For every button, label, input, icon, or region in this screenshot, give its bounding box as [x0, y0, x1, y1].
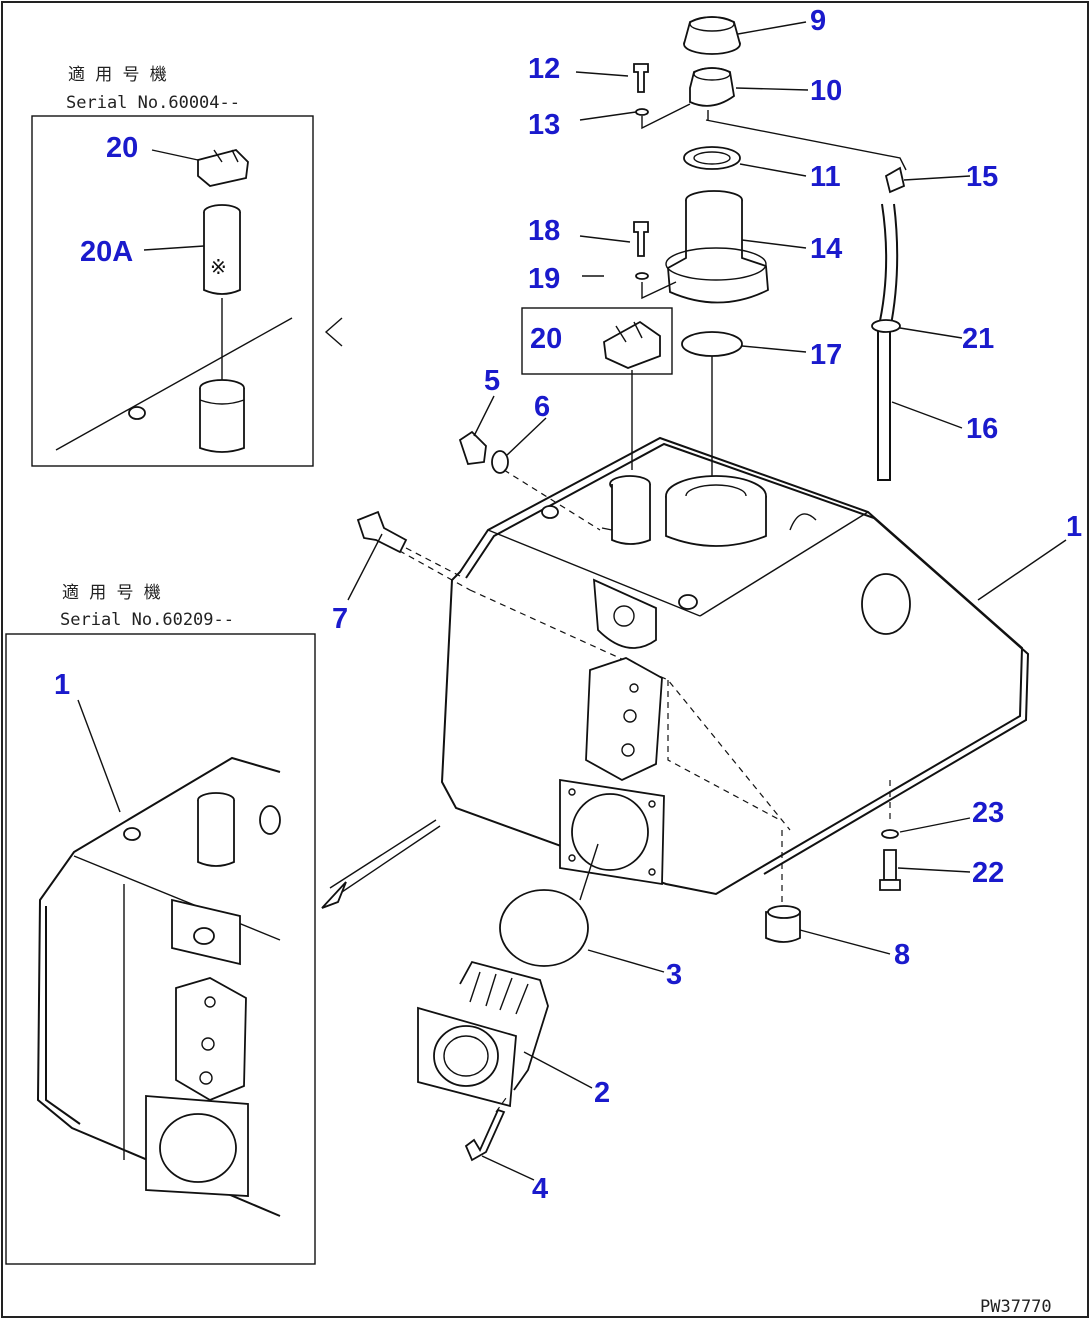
filler-neck-inset — [199, 388, 245, 453]
clamp-21 — [871, 319, 901, 333]
callout-2: 2 — [594, 1077, 610, 1109]
inset-pointer — [324, 317, 343, 347]
washer-13 — [635, 108, 649, 116]
filler-neck — [611, 484, 651, 545]
callout-8: 8 — [894, 939, 910, 971]
tank-body — [440, 436, 1024, 896]
tank-outline-inset — [36, 756, 281, 1217]
callout-20a: 20A — [80, 236, 133, 268]
plug-5 — [458, 430, 487, 465]
callout-4: 4 — [532, 1173, 548, 1205]
callout-23: 23 — [972, 797, 1004, 829]
bolt-22 — [883, 849, 897, 881]
callout-20: 20 — [106, 132, 138, 164]
callout-labels: 9 10 11 12 13 14 15 16 17 18 19 20 21 1 … — [332, 5, 1082, 1205]
figure-id: PW37770 — [980, 1297, 1052, 1317]
part-20-box — [521, 307, 673, 375]
cap-20 — [603, 320, 661, 369]
washer-19 — [635, 272, 649, 280]
callout-15: 15 — [966, 161, 998, 193]
callout-1: 1 — [1066, 511, 1082, 543]
view-arrow — [329, 819, 441, 897]
callout-10: 10 — [810, 75, 842, 107]
callout-18: 18 — [528, 215, 560, 247]
callout-16: 16 — [966, 413, 998, 445]
callout-5: 5 — [484, 365, 500, 397]
bolt-7 — [356, 510, 408, 554]
callout-22: 22 — [972, 857, 1004, 889]
strainer-2 — [459, 960, 549, 1091]
callout-17: 17 — [810, 339, 842, 371]
washer-23 — [881, 829, 899, 839]
callout-13: 13 — [528, 109, 560, 141]
gasket-3 — [499, 889, 589, 967]
callout-20-main: 20 — [530, 323, 562, 355]
callout-11: 11 — [810, 161, 841, 193]
inset-bottom-applicable-label: 適 用 号 機 — [62, 583, 161, 603]
tank-port — [665, 496, 767, 547]
strainer-symbol: ※ — [210, 255, 227, 279]
callout-7: 7 — [332, 603, 348, 635]
clip-15 — [884, 166, 906, 194]
inset-top: 適 用 号 機 Serial No.60004-- ※ 20 20A — [31, 65, 343, 467]
drain-plug-8 — [765, 911, 801, 943]
callout-14: 14 — [810, 233, 842, 265]
callout-19: 19 — [528, 263, 560, 295]
o-ring-6 — [491, 450, 509, 474]
cap-20-inset — [197, 148, 249, 187]
gasket-11 — [683, 146, 741, 170]
callout-9: 9 — [810, 5, 826, 37]
bolt-18 — [633, 221, 649, 257]
callout-12: 12 — [528, 53, 560, 85]
callout-6: 6 — [534, 391, 550, 423]
hydraulic-tank — [379, 436, 1030, 943]
inset-top-applicable-label: 適 用 号 機 — [68, 65, 167, 85]
gasket-17 — [681, 331, 743, 357]
tank-block — [585, 657, 663, 782]
breather-hose-16 — [877, 203, 899, 481]
callout-1-inset: 1 — [54, 669, 70, 701]
inset-bottom: 適 用 号 機 Serial No.60209-- 1 — [5, 583, 441, 1265]
bolt-4 — [464, 1108, 506, 1162]
callout-3: 3 — [666, 959, 682, 991]
screw-12 — [633, 63, 649, 93]
inset-bottom-serial: Serial No.60209-- — [60, 610, 234, 630]
inset-bottom-box — [5, 633, 316, 1265]
filler-cap-10 — [689, 67, 735, 107]
callout-21: 21 — [962, 323, 994, 355]
strainer-20a — [203, 212, 241, 295]
inset-top-serial: Serial No.60004-- — [66, 93, 240, 113]
inset-top-box — [31, 115, 314, 467]
leader-lines — [347, 21, 1067, 1181]
